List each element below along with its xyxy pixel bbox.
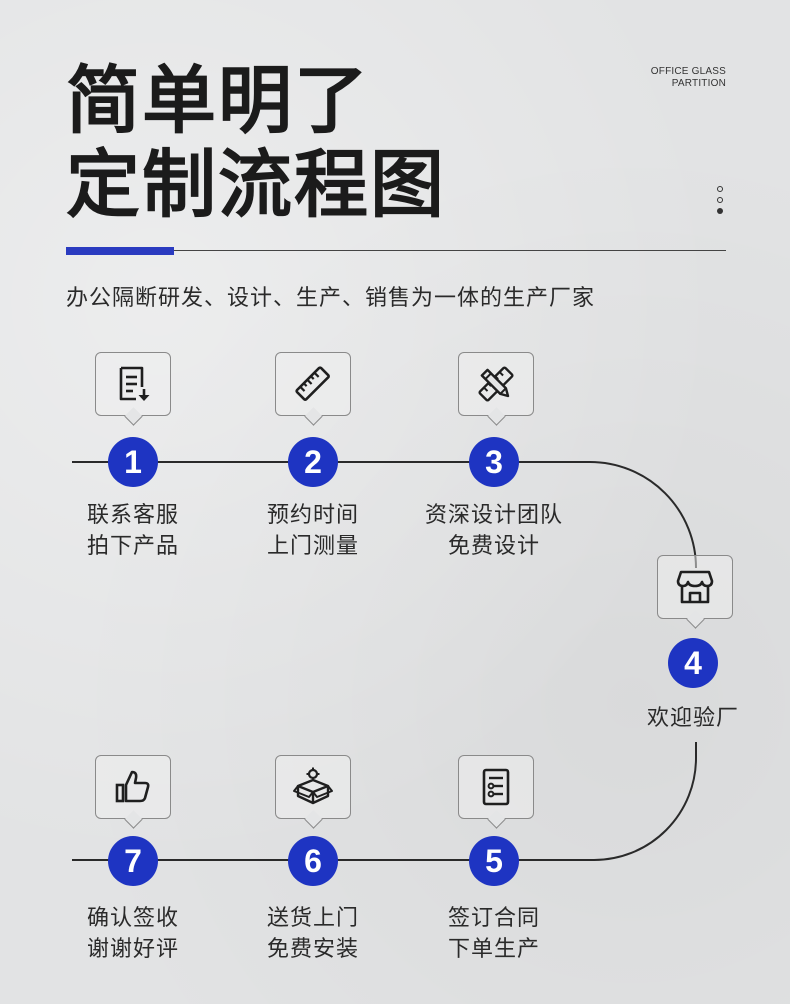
step-5-label-line1: 签订合同: [447, 906, 540, 931]
brand-label: OFFICE GLASS PARTITION: [651, 66, 726, 90]
brand-line1: OFFICE GLASS: [650, 66, 726, 77]
step-4-label-line1: 欢迎验厂: [646, 706, 739, 731]
step-7-label: 确认签收 谢谢好评: [43, 903, 223, 965]
contract-icon: [482, 768, 510, 806]
step-4-icon-box: [657, 555, 733, 629]
step-6-number: 6: [288, 836, 338, 886]
step-1-icon-box: [95, 352, 171, 426]
step-4-number: 4: [668, 638, 718, 688]
flow-line-top: [72, 461, 697, 569]
package-icon: [293, 767, 333, 805]
pencil-ruler-icon: [478, 366, 514, 402]
step-2-label: 预约时间 上门测量: [223, 500, 403, 562]
page-title-line1: 简单明了: [66, 58, 370, 144]
step-7-icon-box: [95, 755, 171, 829]
step-6-label: 送货上门 免费安装: [223, 903, 403, 965]
step-2-label-line1: 预约时间: [266, 503, 359, 528]
header-divider: [66, 250, 726, 251]
step-5-label-line2: 下单生产: [447, 937, 540, 962]
storefront-icon: [676, 570, 714, 604]
step-4-label: 欢迎验厂: [603, 703, 783, 734]
dot-hollow-middle: [717, 197, 723, 203]
step-2-label-line2: 上门测量: [266, 534, 359, 559]
step-1-label-line1: 联系客服: [86, 503, 179, 528]
brand-line2: PARTITION: [671, 78, 726, 89]
step-7-number: 7: [108, 836, 158, 886]
step-5-icon-box: [458, 755, 534, 829]
step-1-number: 1: [108, 437, 158, 487]
decorative-dots: [717, 186, 725, 219]
step-3-label: 资深设计团队 免费设计: [404, 500, 584, 562]
document-download-icon: [119, 366, 150, 401]
step-3-label-line2: 免费设计: [447, 534, 540, 559]
step-6-label-line2: 免费安装: [266, 937, 359, 962]
page-subtitle: 办公隔断研发、设计、生产、销售为一体的生产厂家: [66, 286, 596, 311]
step-3-label-line1: 资深设计团队: [424, 503, 563, 528]
header-divider-accent: [66, 247, 174, 255]
step-2-number: 2: [288, 437, 338, 487]
flow-line-bottom: [72, 742, 697, 861]
step-1-label: 联系客服 拍下产品: [43, 500, 223, 562]
step-3-number: 3: [469, 437, 519, 487]
dot-solid-bottom: [717, 208, 723, 214]
thumbs-up-icon: [115, 770, 150, 803]
step-5-label: 签订合同 下单生产: [404, 903, 584, 965]
step-2-icon-box: [275, 352, 351, 426]
step-6-label-line1: 送货上门: [266, 906, 359, 931]
step-3-icon-box: [458, 352, 534, 426]
page-title-line2: 定制流程图: [66, 142, 446, 228]
dot-hollow-top: [717, 186, 723, 192]
step-5-number: 5: [469, 836, 519, 886]
step-1-label-line2: 拍下产品: [86, 534, 179, 559]
ruler-icon: [295, 366, 330, 401]
step-7-label-line2: 谢谢好评: [86, 937, 179, 962]
step-6-icon-box: [275, 755, 351, 829]
step-7-label-line1: 确认签收: [86, 906, 179, 931]
